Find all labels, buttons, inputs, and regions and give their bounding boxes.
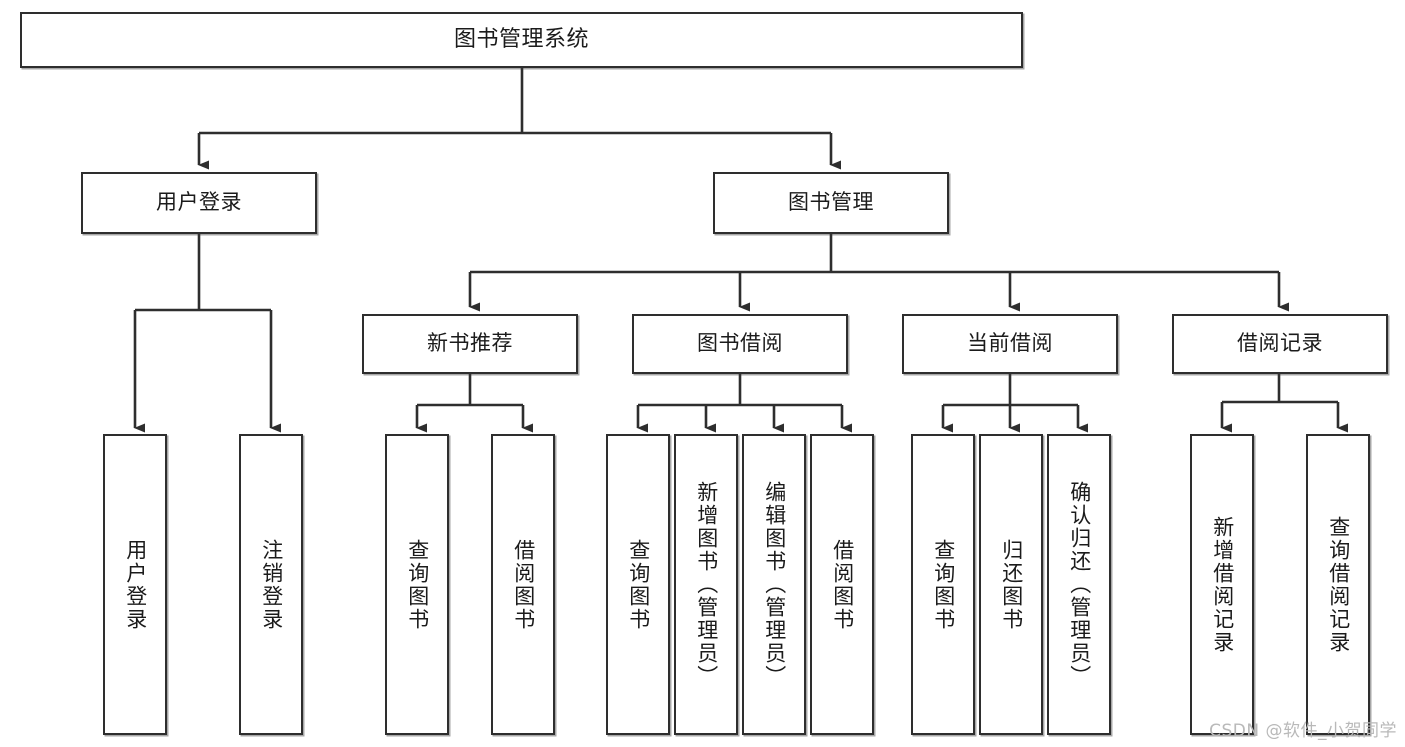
- node-book-management[interactable]: 图书管理: [713, 172, 949, 234]
- node-leaf-return-book[interactable]: 归还图书: [979, 434, 1043, 735]
- node-user-login-label: 用户登录: [156, 190, 242, 215]
- node-root[interactable]: 图书管理系统: [20, 12, 1023, 68]
- node-root-label: 图书管理系统: [453, 26, 589, 52]
- node-leaf-add-record[interactable]: 新增借阅记录: [1190, 434, 1254, 735]
- csdn-watermark: CSDN @软件_小贺同学: [1209, 721, 1397, 741]
- node-leaf-borrow-book-1[interactable]: 借阅图书: [491, 434, 555, 735]
- node-user-login[interactable]: 用户登录: [81, 172, 317, 234]
- node-leaf-borrow-book-2-label: 借阅图书: [830, 538, 855, 631]
- node-leaf-confirm-return[interactable]: 确认归还（管理员）: [1047, 434, 1111, 735]
- node-leaf-logout-login[interactable]: 注销登录: [239, 434, 303, 735]
- node-book-borrow[interactable]: 图书借阅: [632, 314, 848, 374]
- node-leaf-query-book-3[interactable]: 查询图书: [911, 434, 975, 735]
- node-leaf-logout-login-label: 注销登录: [259, 538, 284, 631]
- node-leaf-edit-book-label: 编辑图书（管理员）: [762, 481, 787, 688]
- node-leaf-return-book-label: 归还图书: [999, 538, 1024, 631]
- node-leaf-add-book-label: 新增图书（管理员）: [694, 481, 719, 688]
- node-leaf-confirm-return-label: 确认归还（管理员）: [1067, 481, 1092, 688]
- node-borrow-record[interactable]: 借阅记录: [1172, 314, 1388, 374]
- node-book-borrow-label: 图书借阅: [697, 331, 783, 356]
- node-leaf-add-record-label: 新增借阅记录: [1210, 515, 1235, 654]
- node-new-book-recommend-label: 新书推荐: [427, 331, 513, 356]
- node-leaf-borrow-book-1-label: 借阅图书: [511, 538, 536, 631]
- node-leaf-query-book-2[interactable]: 查询图书: [606, 434, 670, 735]
- node-borrow-record-label: 借阅记录: [1237, 331, 1323, 356]
- node-leaf-edit-book[interactable]: 编辑图书（管理员）: [742, 434, 806, 735]
- node-leaf-add-book[interactable]: 新增图书（管理员）: [674, 434, 738, 735]
- node-leaf-user-login-label: 用户登录: [123, 538, 148, 631]
- node-new-book-recommend[interactable]: 新书推荐: [362, 314, 578, 374]
- node-leaf-borrow-book-2[interactable]: 借阅图书: [810, 434, 874, 735]
- node-book-management-label: 图书管理: [788, 190, 874, 215]
- node-leaf-query-book-1[interactable]: 查询图书: [385, 434, 449, 735]
- node-leaf-query-record[interactable]: 查询借阅记录: [1306, 434, 1370, 735]
- node-leaf-user-login[interactable]: 用户登录: [103, 434, 167, 735]
- node-current-borrow[interactable]: 当前借阅: [902, 314, 1118, 374]
- node-leaf-query-book-2-label: 查询图书: [626, 538, 651, 631]
- node-leaf-query-record-label: 查询借阅记录: [1326, 515, 1351, 654]
- node-leaf-query-book-1-label: 查询图书: [405, 538, 430, 631]
- node-current-borrow-label: 当前借阅: [967, 331, 1053, 356]
- node-leaf-query-book-3-label: 查询图书: [931, 538, 956, 631]
